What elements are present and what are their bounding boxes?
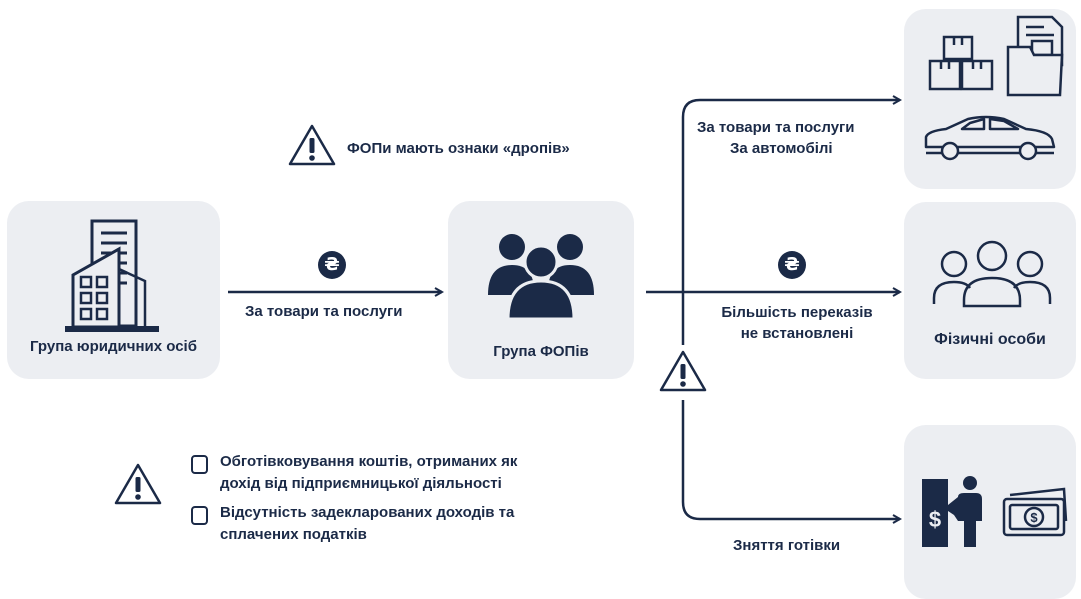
- individuals-box: Фізичні особи: [904, 202, 1076, 379]
- hryvnia-icon-middle: ₴: [778, 251, 806, 279]
- fop-group-box: Група ФОПів: [448, 201, 634, 379]
- warning-item-line: дохід від підприємницької діяльності: [220, 475, 502, 492]
- checkbox-icon: [191, 506, 208, 525]
- warning-triangle-icon-bottom: [114, 463, 162, 505]
- legal-entities-label: Група юридичних осіб: [30, 338, 197, 355]
- hryvnia-icon-left: ₴: [318, 251, 346, 279]
- office-buildings-icon: [65, 219, 159, 332]
- warning-item-line: сплачених податків: [220, 526, 367, 543]
- middle-flow-label-line2: не встановлені: [740, 325, 854, 342]
- people-outline-icon: [932, 240, 1052, 308]
- warning-triangle-icon-top: [288, 124, 336, 166]
- warning-item-line: Відсутність задекларованих доходів та: [220, 504, 515, 521]
- top-flow-label-cars: За автомобілі: [730, 140, 833, 157]
- legal-entities-box: Група юридичних осіб: [7, 201, 220, 379]
- cash-withdrawal-label: Зняття готівки: [733, 537, 841, 554]
- people-group-icon: [488, 234, 594, 321]
- arrow-fop-to-cash: [681, 400, 900, 519]
- left-flow-label: За товари та послуги: [245, 303, 403, 320]
- goods-box: [904, 9, 1076, 189]
- car-icon: [924, 115, 1056, 161]
- checkbox-icon: [191, 455, 208, 474]
- svg-text:$: $: [1030, 510, 1038, 525]
- individuals-label: Фізичні особи: [934, 331, 1046, 348]
- warning-triangle-icon-flow: [659, 350, 707, 392]
- arrow-fop-to-goods: [681, 100, 900, 292]
- cash-box: $ $: [904, 425, 1076, 599]
- fop-group-label: Група ФОПів: [493, 343, 589, 360]
- atm-person-icon: $: [922, 476, 982, 547]
- warning-item-line: Обготівковування коштів, отриманих як: [220, 453, 518, 470]
- top-flow-label-goods: За товари та послуги: [697, 119, 855, 136]
- middle-flow-label-line1: Більшість переказів: [721, 304, 873, 321]
- boxes-icon: [928, 35, 994, 91]
- drops-warning-text: ФОПи мають ознаки «дропів»: [347, 140, 570, 157]
- cash-banknote-icon: $: [1002, 487, 1068, 537]
- documents-folder-icon: [1006, 15, 1064, 97]
- svg-text:$: $: [929, 507, 941, 532]
